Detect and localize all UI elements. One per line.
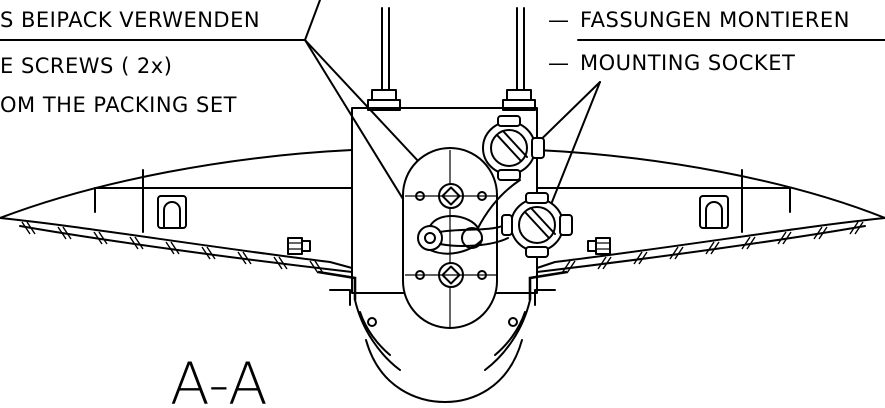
reflector-right <box>536 149 885 274</box>
label-right-dash2: — <box>548 51 570 75</box>
label-right-line2: MOUNTING SOCKET <box>580 51 795 75</box>
bottom-arc <box>365 339 523 403</box>
label-left-line2: E SCREWS ( 2x) <box>0 54 172 78</box>
label-left-line3: OM THE PACKING SET <box>0 93 237 117</box>
section-label: A-A <box>170 350 268 408</box>
socket-lower <box>501 192 573 258</box>
side-profile-right <box>484 270 568 371</box>
label-right-line1: FASSUNGEN MONTIEREN <box>580 8 850 32</box>
reflector-left <box>0 149 353 274</box>
side-profile-left <box>317 270 401 371</box>
socket-upper <box>482 115 545 181</box>
label-right-dash1: — <box>548 8 570 32</box>
cable-left <box>367 7 401 111</box>
mounting-plate <box>402 147 521 329</box>
label-left-line1: S BEIPACK VERWENDEN <box>0 8 260 32</box>
cable-right <box>502 7 536 111</box>
